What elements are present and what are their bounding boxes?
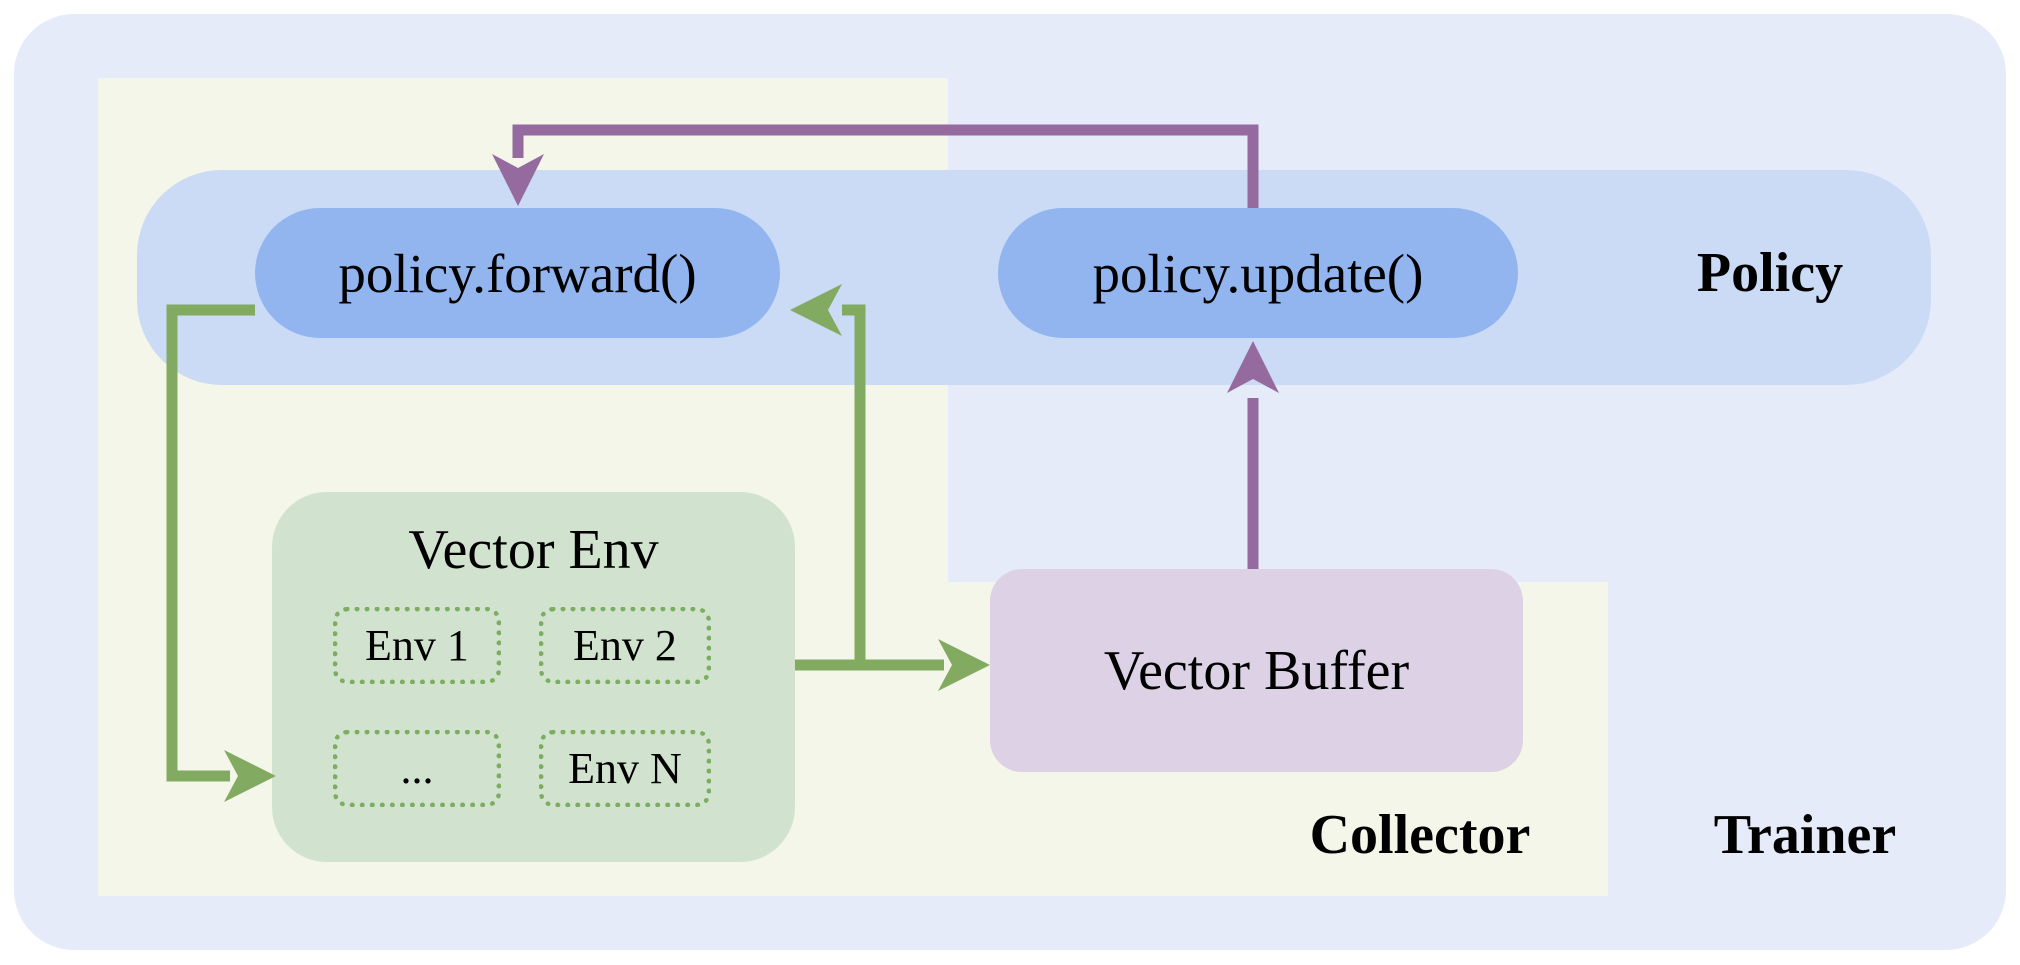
env-2-box: Env 2 xyxy=(539,607,711,684)
collector-region-label: Collector xyxy=(1309,804,1531,866)
trainer-region-label: Trainer xyxy=(1713,804,1897,866)
vector-env-title: Vector Env xyxy=(408,519,659,581)
env-1-box: Env 1 xyxy=(333,607,501,684)
policy-forward-node: policy.forward() xyxy=(255,208,780,338)
env-n-box: Env N xyxy=(539,730,711,807)
policy-update-node: policy.update() xyxy=(998,208,1518,338)
policy-region-label: Policy xyxy=(1696,242,1844,304)
vector-buffer-box: Vector Buffer xyxy=(990,569,1523,772)
env-ellipsis-box: ... xyxy=(333,730,501,807)
